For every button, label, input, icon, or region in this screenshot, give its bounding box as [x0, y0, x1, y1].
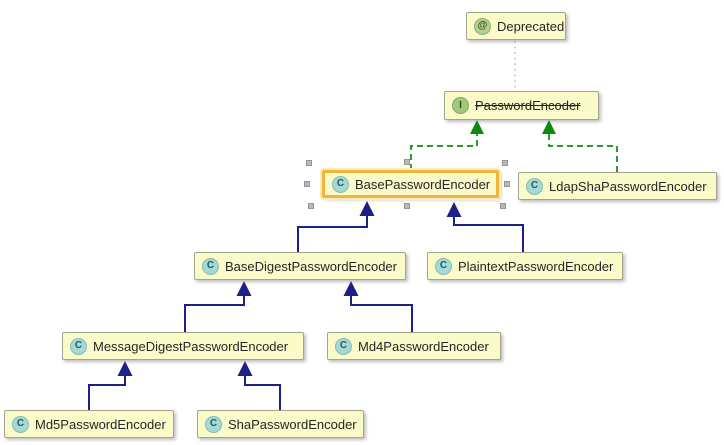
- class-icon: C: [526, 177, 543, 195]
- node-plaintext-password-encoder[interactable]: C PlaintextPasswordEncoder: [427, 252, 623, 280]
- resize-handle-bottom-left[interactable]: [308, 203, 314, 209]
- edge-generalization-messagedigest: [184, 281, 252, 332]
- node-sha-password-encoder[interactable]: C ShaPasswordEncoder: [197, 410, 364, 438]
- node-label: PlaintextPasswordEncoder: [458, 258, 614, 274]
- node-message-digest-password-encoder[interactable]: C MessageDigestPasswordEncoder: [62, 332, 304, 360]
- resize-handle-bottom-right[interactable]: [500, 203, 506, 209]
- node-label: BasePasswordEncoder: [355, 176, 491, 192]
- edge-realization-base: [410, 120, 484, 170]
- class-icon: C: [435, 257, 452, 275]
- edge-generalization-md5: [88, 361, 133, 410]
- resize-handle-top-center[interactable]: [404, 159, 410, 165]
- edge-generalization-plaintext: [446, 202, 524, 252]
- node-base-password-encoder[interactable]: C BasePasswordEncoder: [322, 170, 499, 198]
- node-label: Md5PasswordEncoder: [35, 416, 166, 432]
- resize-handle-middle-left[interactable]: [304, 181, 310, 187]
- edge-generalization-md4: [343, 281, 413, 332]
- node-label: MessageDigestPasswordEncoder: [93, 338, 289, 354]
- edge-generalization-sha: [237, 361, 281, 410]
- node-ldap-sha-password-encoder[interactable]: C LdapShaPasswordEncoder: [518, 172, 717, 200]
- node-deprecated-annotation[interactable]: @ Deprecated: [466, 12, 566, 40]
- node-base-digest-password-encoder[interactable]: C BaseDigestPasswordEncoder: [194, 252, 406, 280]
- node-label: PasswordEncoder: [475, 98, 581, 113]
- node-label: LdapShaPasswordEncoder: [549, 178, 707, 194]
- node-label: ShaPasswordEncoder: [228, 416, 357, 432]
- annotation-icon: @: [474, 17, 491, 35]
- edge-realization-ldapsha: [542, 120, 618, 172]
- class-icon: C: [12, 415, 29, 433]
- node-md5-password-encoder[interactable]: C Md5PasswordEncoder: [4, 410, 174, 438]
- node-label: Deprecated: [497, 18, 565, 34]
- resize-handle-middle-right[interactable]: [504, 181, 510, 187]
- node-label: BaseDigestPasswordEncoder: [225, 258, 397, 274]
- node-md4-password-encoder[interactable]: C Md4PasswordEncoder: [327, 332, 501, 360]
- interface-icon: I: [452, 97, 469, 114]
- node-password-encoder[interactable]: I PasswordEncoder: [444, 91, 599, 120]
- node-label: Md4PasswordEncoder: [358, 338, 489, 354]
- class-icon: C: [70, 337, 87, 355]
- resize-handle-top-right[interactable]: [502, 160, 508, 166]
- class-icon: C: [335, 337, 352, 355]
- class-icon: C: [332, 175, 349, 193]
- class-icon: C: [205, 415, 222, 433]
- resize-handle-bottom-center[interactable]: [404, 203, 410, 209]
- class-icon: C: [202, 257, 219, 275]
- resize-handle-top-left[interactable]: [306, 160, 312, 166]
